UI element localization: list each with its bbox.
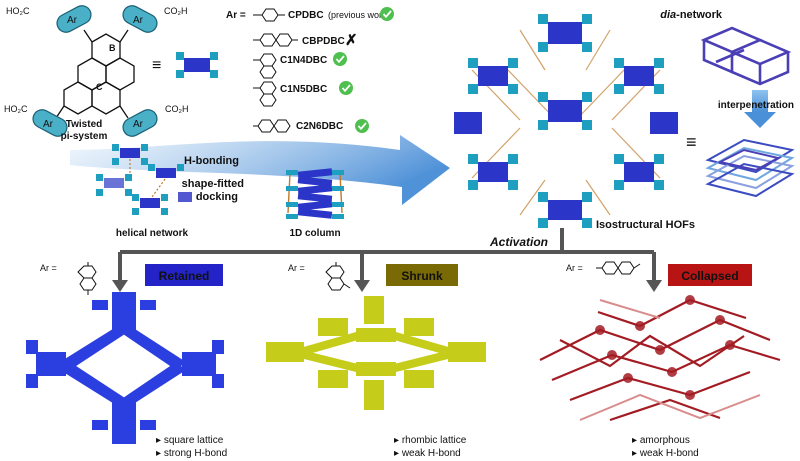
- svg-text:C2N6DBC: C2N6DBC: [296, 121, 343, 132]
- svg-text:CPDBC: CPDBC: [288, 10, 324, 21]
- activation-label: Activation: [489, 235, 548, 249]
- aryl-item-cbpdbc: CBPDBC ✗: [253, 32, 358, 49]
- cross-icon: ✗: [345, 32, 358, 49]
- helical-network-figure: [96, 144, 192, 215]
- naphthyl-14-icon: [77, 262, 97, 295]
- acid-label-top-right: CO₂H: [164, 6, 188, 16]
- aryl-variant-list: Ar = CPDBC (previous work) CBPDBC ✗ C1N4…: [226, 7, 394, 133]
- aryl-item-c1n5dbc: C1N5DBC: [253, 81, 353, 107]
- shrunk-line2: ▸ weak H-bond: [394, 448, 461, 459]
- svg-text:Shrunk: Shrunk: [401, 269, 443, 283]
- isostructural-hofs-label: Isostructural HOFs: [596, 219, 695, 231]
- arrowhead-shrunk: [354, 280, 370, 292]
- helical-network-label: helical network: [116, 228, 189, 239]
- block-model-icon: [176, 52, 218, 78]
- aryl-pill-top-left: Ar: [56, 5, 92, 33]
- dia-network-figure: [700, 26, 792, 86]
- arrowhead-collapsed: [646, 280, 662, 292]
- twisted-label-line2: pi-system: [61, 131, 108, 142]
- equivalence-symbol: ≡: [152, 57, 161, 74]
- shape-fitted-label: shape-fitted: [182, 178, 244, 190]
- outcome-shrunk: Ar = Shrunk ▸ rhombic lattice ▸ weak H-b…: [266, 262, 486, 459]
- collapsed-line1: ▸ amorphous: [632, 435, 690, 446]
- ar-list-prefix: Ar =: [226, 10, 246, 21]
- aryl-pill-bottom-right: Ar: [122, 109, 158, 137]
- svg-text:Ar =: Ar =: [566, 263, 583, 273]
- interpenetration-label: interpenetration: [718, 100, 794, 111]
- shrunk-line1: ▸ rhombic lattice: [394, 435, 467, 446]
- svg-text:Ar: Ar: [43, 119, 54, 130]
- check-icon: [333, 52, 347, 66]
- twisted-label-line1: Twisted: [66, 119, 102, 130]
- activation-flow: [118, 228, 656, 282]
- aryl-pill-top-right: Ar: [122, 5, 158, 33]
- acid-label-top-left: HO₂C: [6, 6, 30, 16]
- aryl-item-cpdbc: CPDBC (previous work): [253, 7, 394, 22]
- arrowhead-retained: [112, 280, 128, 292]
- hbonding-label: H-bonding: [184, 155, 239, 167]
- svg-text:C1N4DBC: C1N4DBC: [280, 55, 327, 66]
- acid-label-bottom-left: HO₂C: [4, 104, 28, 114]
- svg-text:Ar =: Ar =: [288, 263, 305, 273]
- twisted-pi-system-figure: B C Ar Ar Ar Ar HO₂C CO₂H HO₂C CO₂H Twis…: [4, 5, 218, 142]
- svg-text:(previous work): (previous work): [328, 10, 390, 20]
- dia-network-title: dia-network: [660, 9, 723, 21]
- svg-text:C1N5DBC: C1N5DBC: [280, 84, 327, 95]
- svg-text:CBPDBC: CBPDBC: [302, 36, 345, 47]
- column-stack-figure: [286, 168, 344, 219]
- tetrabenzo-core-skeleton: [55, 29, 135, 119]
- check-icon: [339, 81, 353, 95]
- check-icon: [380, 7, 394, 21]
- naphthyl-15-icon: [325, 262, 351, 291]
- svg-text:Ar: Ar: [67, 15, 78, 26]
- svg-text:Ar =: Ar =: [40, 263, 57, 273]
- interpenetration-arrow: [744, 90, 776, 128]
- acid-label-bottom-right: CO₂H: [165, 104, 189, 114]
- svg-text:Ar: Ar: [133, 119, 144, 130]
- ring-c-label: C: [96, 82, 103, 92]
- assembly-arrow: [70, 135, 450, 205]
- aryl-item-c2n6dbc: C2N6DBC: [253, 119, 369, 133]
- svg-text:Retained: Retained: [159, 269, 210, 283]
- retained-line2: ▸ strong H-bond: [156, 448, 227, 459]
- retained-badge: [145, 264, 223, 286]
- collapsed-badge: [668, 264, 752, 286]
- outcome-retained: Ar = Retained ▸ square lattice ▸ strong …: [26, 262, 227, 459]
- outcome-collapsed: Ar = Collapsed ▸ amorphous ▸ w: [539, 261, 781, 459]
- retained-line1: ▸ square lattice: [156, 435, 224, 446]
- naphthyl-26-icon: [596, 261, 641, 275]
- aryl-item-c1n4dbc: C1N4DBC: [253, 52, 347, 79]
- shrunk-structure: [266, 296, 486, 410]
- docking-label: docking: [196, 191, 238, 203]
- ring-b-label: B: [109, 43, 116, 53]
- interpenetrated-network-figure: [705, 138, 795, 198]
- svg-text:Ar: Ar: [133, 15, 144, 26]
- check-icon: [355, 119, 369, 133]
- shrunk-badge: [386, 264, 458, 286]
- hof-equivalence-symbol: ≡: [686, 132, 697, 152]
- column-label: 1D column: [289, 228, 340, 239]
- retained-structure: [26, 292, 224, 444]
- svg-text:Collapsed: Collapsed: [681, 269, 738, 283]
- collapsed-line2: ▸ weak H-bond: [632, 448, 699, 459]
- aryl-pill-bottom-left: Ar: [32, 109, 68, 137]
- hof-lattice-figure: [454, 14, 678, 228]
